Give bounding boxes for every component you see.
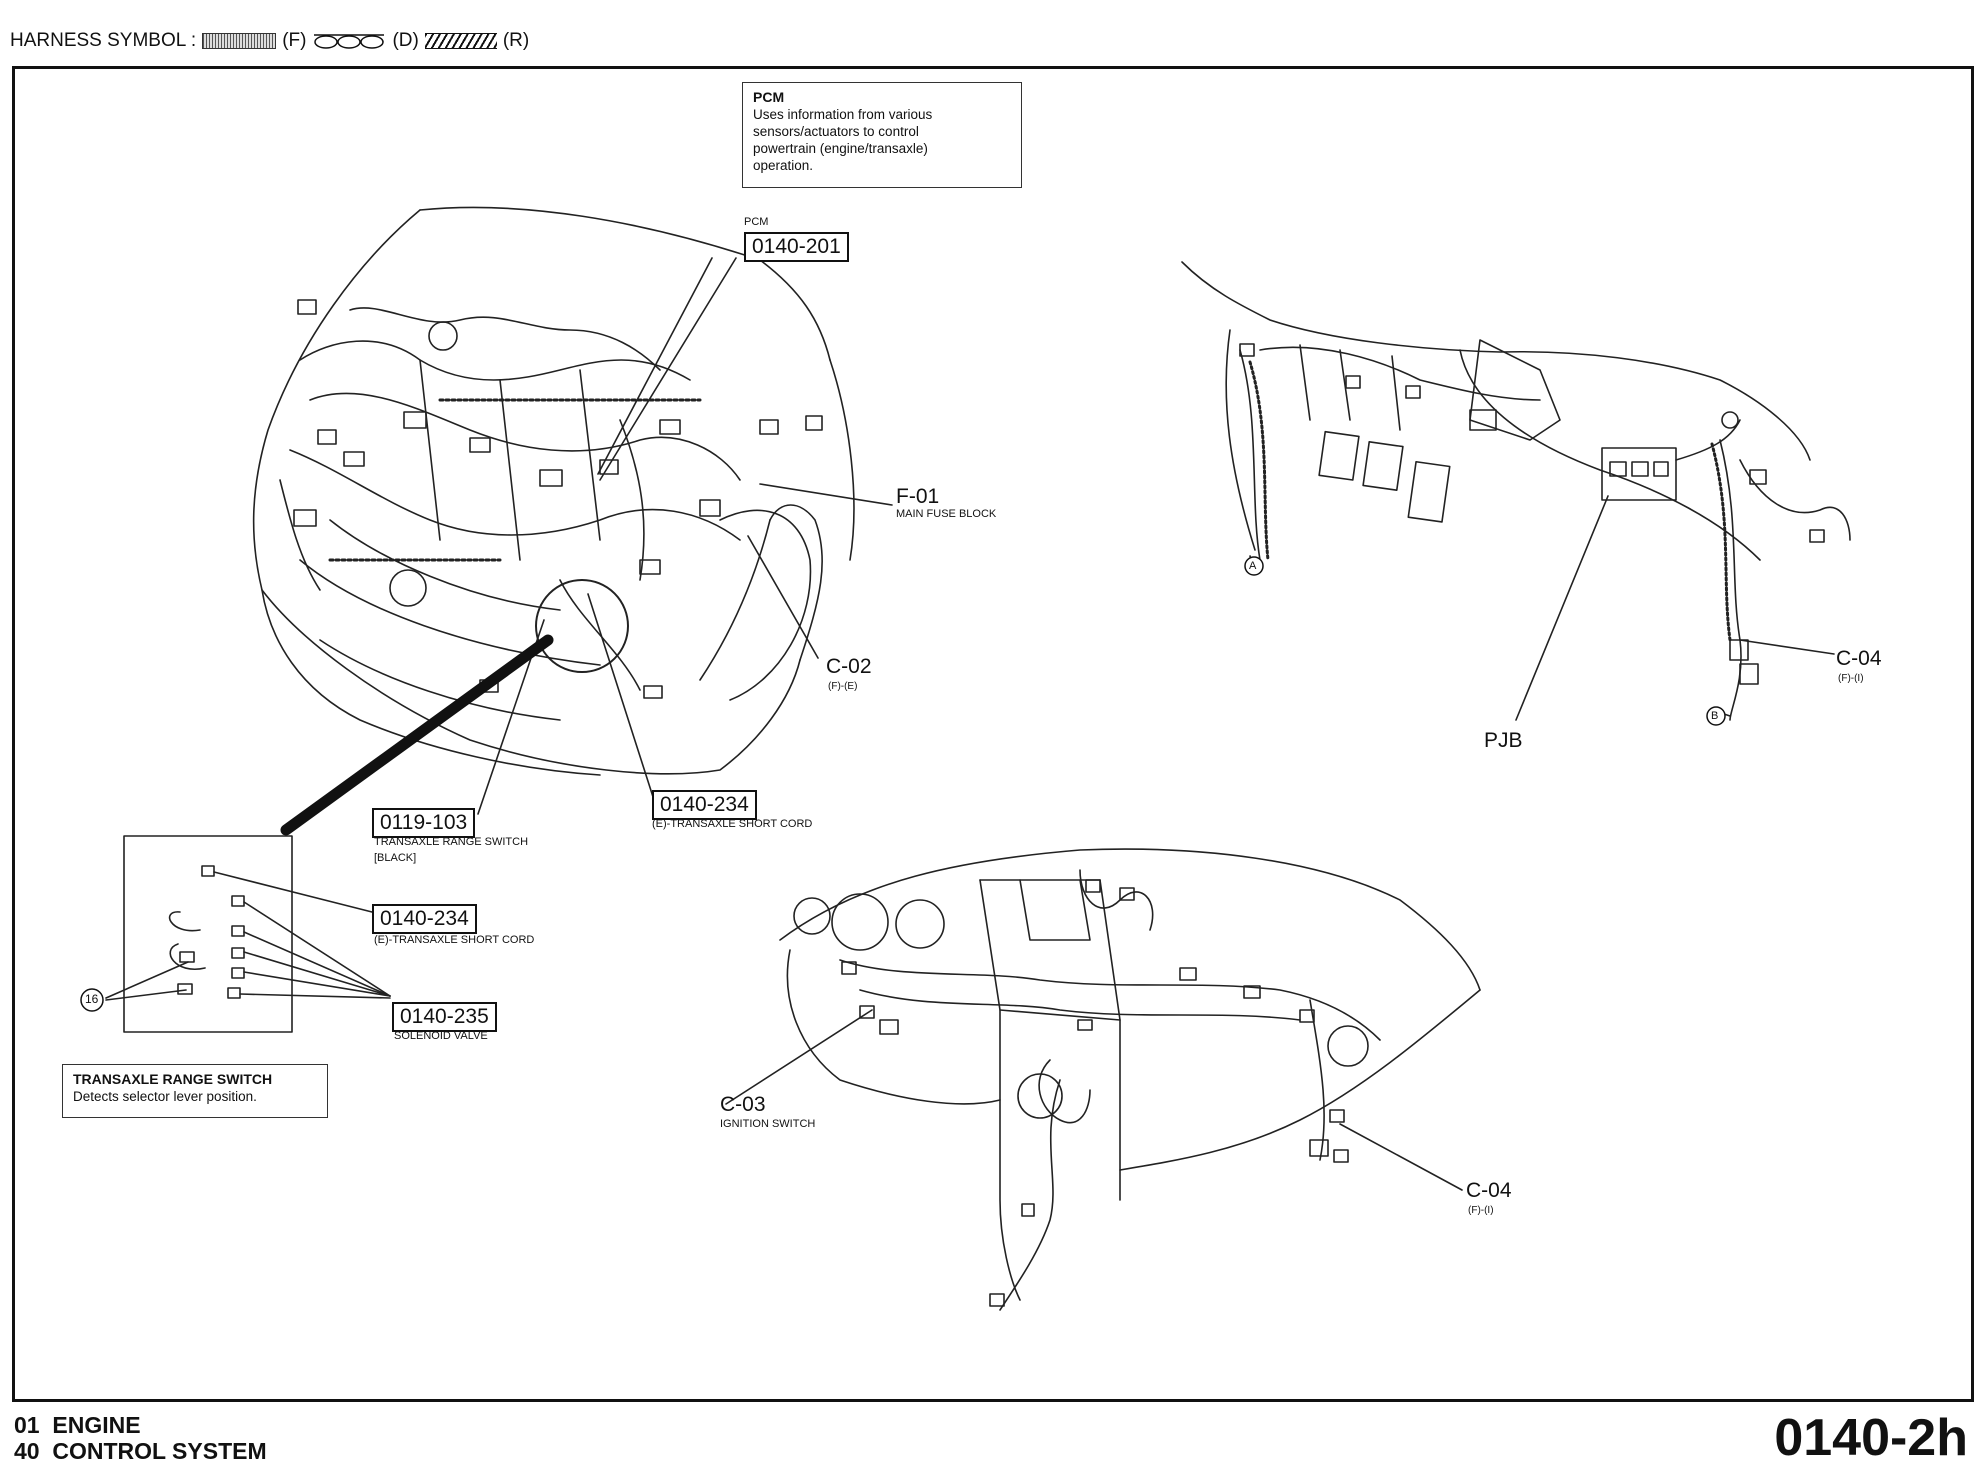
pcm-info-line-1: Uses information from various: [753, 107, 933, 122]
harness-f-symbol-icon: [202, 33, 277, 49]
harness-r-symbol-icon: [424, 33, 497, 49]
solenoid-valve-code: 0140-235: [392, 1002, 497, 1032]
marker-a: A: [1249, 560, 1257, 572]
ground-marker-16: 16: [85, 992, 99, 1006]
short-cord-desc-detail: (E)-TRANSAXLE SHORT CORD: [374, 934, 535, 946]
harness-symbol-label: HARNESS SYMBOL :: [10, 30, 197, 51]
c04-dash-label: C-04: [1466, 1179, 1512, 1202]
dashboard-illustration: [779, 848, 1481, 1311]
pcm-connector-code: 0140-201: [744, 232, 849, 262]
harness-r-label: (R): [502, 30, 530, 51]
c03-description: IGNITION SWITCH: [720, 1118, 816, 1130]
harness-d-symbol-icon: [314, 34, 385, 49]
c04-dash-sub-label: (F)-(I): [1468, 1205, 1494, 1216]
c02-label: C-02: [826, 655, 872, 678]
pedal-area-illustration: [1181, 261, 1851, 721]
harness-d-label: (D): [392, 30, 419, 51]
short-cord-code-detail: 0140-234: [372, 904, 477, 934]
transaxle-detail-illustration: [105, 865, 391, 1001]
footer-line-2: 40 CONTROL SYSTEM: [14, 1438, 267, 1464]
footer-line-1: 01 ENGINE: [14, 1412, 141, 1438]
trs-info-text: Detects selector lever position.: [73, 1089, 257, 1104]
c04-right-label: C-04: [1836, 647, 1882, 670]
trs-connector-desc-1: TRANSAXLE RANGE SWITCH: [374, 836, 529, 848]
solenoid-valve-desc: SOLENOID VALVE: [394, 1030, 488, 1042]
pcm-info-title: PCM: [753, 89, 785, 105]
c02-sub-label: (F)-(E): [828, 681, 858, 692]
trs-info-box: TRANSAXLE RANGE SWITCH Detects selector …: [62, 1064, 328, 1118]
pcm-info-line-3: powertrain (engine/transaxle): [753, 141, 928, 156]
pcm-info-line-2: sensors/actuators to control: [753, 124, 919, 139]
pcm-info-box: PCM Uses information from various sensor…: [742, 82, 1022, 188]
harness-f-label: (F): [282, 30, 307, 51]
marker-b: B: [1711, 710, 1719, 722]
engine-bay-illustration: [252, 206, 855, 776]
trs-info-title: TRANSAXLE RANGE SWITCH: [73, 1071, 273, 1087]
trs-connector-desc-2: [BLACK]: [374, 852, 417, 864]
pcm-info-line-4: operation.: [753, 158, 814, 173]
harness-symbol-legend: HARNESS SYMBOL : (F) (D) (R): [10, 30, 529, 52]
diagram-frame: [12, 66, 1974, 1402]
footer-section: 01 ENGINE 40 CONTROL SYSTEM: [14, 1412, 267, 1464]
c03-label: C-03: [720, 1093, 766, 1116]
f01-label: F-01: [896, 485, 940, 508]
short-cord-desc-top: (E)-TRANSAXLE SHORT CORD: [652, 818, 813, 830]
pcm-small-label: PCM: [744, 216, 769, 228]
short-cord-code-top: 0140-234: [652, 790, 757, 820]
page-code: 0140-2h: [1774, 1409, 1968, 1467]
c04-right-sub-label: (F)-(I): [1838, 673, 1864, 684]
trs-connector-code: 0119-103: [372, 808, 476, 838]
pjb-label: PJB: [1484, 729, 1523, 752]
f01-description: MAIN FUSE BLOCK: [896, 508, 997, 520]
